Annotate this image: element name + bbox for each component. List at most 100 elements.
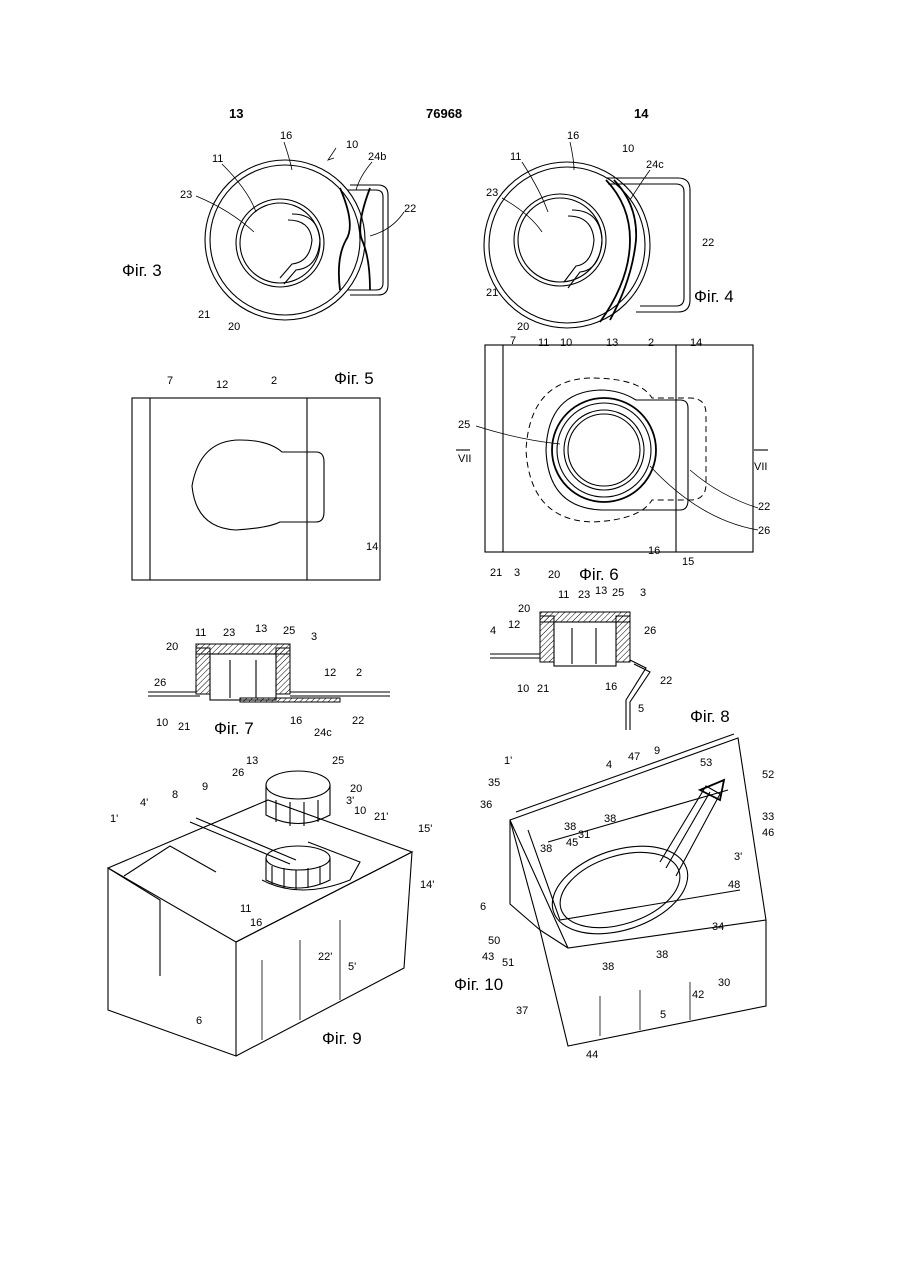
fig7-label: 13 — [255, 623, 267, 635]
fig6-label: 10 — [560, 337, 572, 349]
fig3-label: 20 — [228, 321, 240, 333]
fig10-label: 3' — [734, 851, 742, 863]
figure-3 — [205, 160, 388, 320]
fig6-label: 14 — [690, 337, 702, 349]
fig6-label: 7 — [510, 335, 516, 347]
fig7-caption: Фіг. 7 — [214, 719, 254, 738]
fig7-label: 23 — [223, 627, 235, 639]
fig4-label: 11 — [510, 151, 521, 163]
fig10-label: 47 — [628, 751, 640, 763]
fig9-label: 15' — [418, 823, 432, 835]
fig5-label: 12 — [216, 379, 228, 391]
fig10-label: 42 — [692, 989, 704, 1001]
figure-4 — [484, 162, 690, 328]
fig8-label: 11 — [558, 589, 569, 601]
fig10-label: 30 — [718, 977, 730, 989]
fig10-label: 4 — [606, 759, 612, 771]
fig9-label: 9 — [202, 781, 208, 793]
fig10-label: 53 — [700, 757, 712, 769]
fig9-label: 10 — [354, 805, 366, 817]
fig10-label: 31 — [578, 829, 590, 841]
fig9-label: 5' — [348, 961, 356, 973]
fig6-label: VII — [458, 453, 471, 465]
fig9-caption: Фіг. 9 — [322, 1029, 362, 1048]
fig8-label: 20 — [518, 603, 530, 615]
fig10-label: 38 — [540, 843, 552, 855]
fig8-label: 12 — [508, 619, 520, 631]
fig8-label: 25 — [612, 587, 624, 599]
fig10-label: 33 — [762, 811, 774, 823]
fig4-label: 16 — [567, 130, 579, 142]
fig8-label: 5 — [638, 703, 644, 715]
fig10-label: 46 — [762, 827, 774, 839]
fig10-label: 52 — [762, 769, 774, 781]
fig10-label: 44 — [586, 1049, 598, 1061]
fig9-label: 20 — [350, 783, 362, 795]
fig10-label: 38 — [564, 821, 576, 833]
fig7-label: 25 — [283, 625, 295, 637]
fig8-label: 4 — [490, 625, 496, 637]
fig6-label: 11 — [538, 337, 549, 349]
fig10-label: 37 — [516, 1005, 528, 1017]
fig6-label: 25 — [458, 419, 470, 431]
figure-7 — [148, 644, 390, 702]
fig7-label: 26 — [154, 677, 166, 689]
fig10-label: 43 — [482, 951, 494, 963]
fig6-label: 2 — [648, 337, 654, 349]
fig10-label: 34 — [712, 921, 724, 933]
figure-9 — [108, 771, 412, 1056]
fig7-label: 21 — [178, 721, 190, 733]
fig8-label: 21 — [537, 683, 549, 695]
fig6-label: 15 — [682, 556, 694, 568]
fig9-label: 22' — [318, 951, 332, 963]
fig5-caption: Фіг. 5 — [334, 369, 374, 388]
fig3-label: 21 — [198, 309, 210, 321]
figure-5 — [132, 398, 380, 580]
fig5-label: 14 — [366, 541, 378, 553]
fig9-label: 1' — [110, 813, 118, 825]
fig10-caption: Фіг. 10 — [454, 975, 503, 994]
figure-6 — [456, 345, 768, 552]
fig9-label: 6 — [196, 1015, 202, 1027]
fig5-label: 2 — [271, 375, 277, 387]
fig10-label: 50 — [488, 935, 500, 947]
fig9-label: 16 — [250, 917, 262, 929]
fig10-label: 36 — [480, 799, 492, 811]
fig4-label: 24c — [646, 159, 664, 171]
fig3-label: 16 — [280, 130, 292, 142]
fig6-label: 20 — [548, 569, 560, 581]
fig8-label: 13 — [595, 585, 607, 597]
fig3-label: 11 — [212, 153, 223, 165]
fig10-label: 38 — [602, 961, 614, 973]
fig10-label: 38 — [604, 813, 616, 825]
fig9-label: 11 — [240, 903, 251, 915]
fig8-label: 23 — [578, 589, 590, 601]
fig9-label: 21' — [374, 811, 388, 823]
fig4-caption: Фіг. 4 — [694, 287, 734, 306]
fig10-label: 1' — [504, 755, 512, 767]
fig6-label: 21 — [490, 567, 502, 579]
fig6-label: 22 — [758, 501, 770, 513]
fig9-label: 14' — [420, 879, 434, 891]
fig8-label: 3 — [640, 587, 646, 599]
labels: 16 10 11 24b 23 22 21 20 Фіг. 3 16 10 11… — [110, 130, 774, 1061]
fig6-label: 16 — [648, 545, 660, 557]
fig8-label: 16 — [605, 681, 617, 693]
fig10-label: 48 — [728, 879, 740, 891]
fig4-label: 22 — [702, 237, 714, 249]
fig8-label: 26 — [644, 625, 656, 637]
fig9-label: 25 — [332, 755, 344, 767]
leader-lines — [196, 142, 758, 530]
fig9-label: 8 — [172, 789, 178, 801]
fig10-label: 38 — [656, 949, 668, 961]
fig4-label: 21 — [486, 287, 498, 299]
fig8-label: 10 — [517, 683, 529, 695]
fig4-label: 23 — [486, 187, 498, 199]
fig10-label: 35 — [488, 777, 500, 789]
fig6-label: VII — [754, 461, 767, 473]
fig9-label: 13 — [246, 755, 258, 767]
fig4-label: 20 — [517, 321, 529, 333]
fig5-label: 7 — [167, 375, 173, 387]
fig3-label: 24b — [368, 151, 386, 163]
